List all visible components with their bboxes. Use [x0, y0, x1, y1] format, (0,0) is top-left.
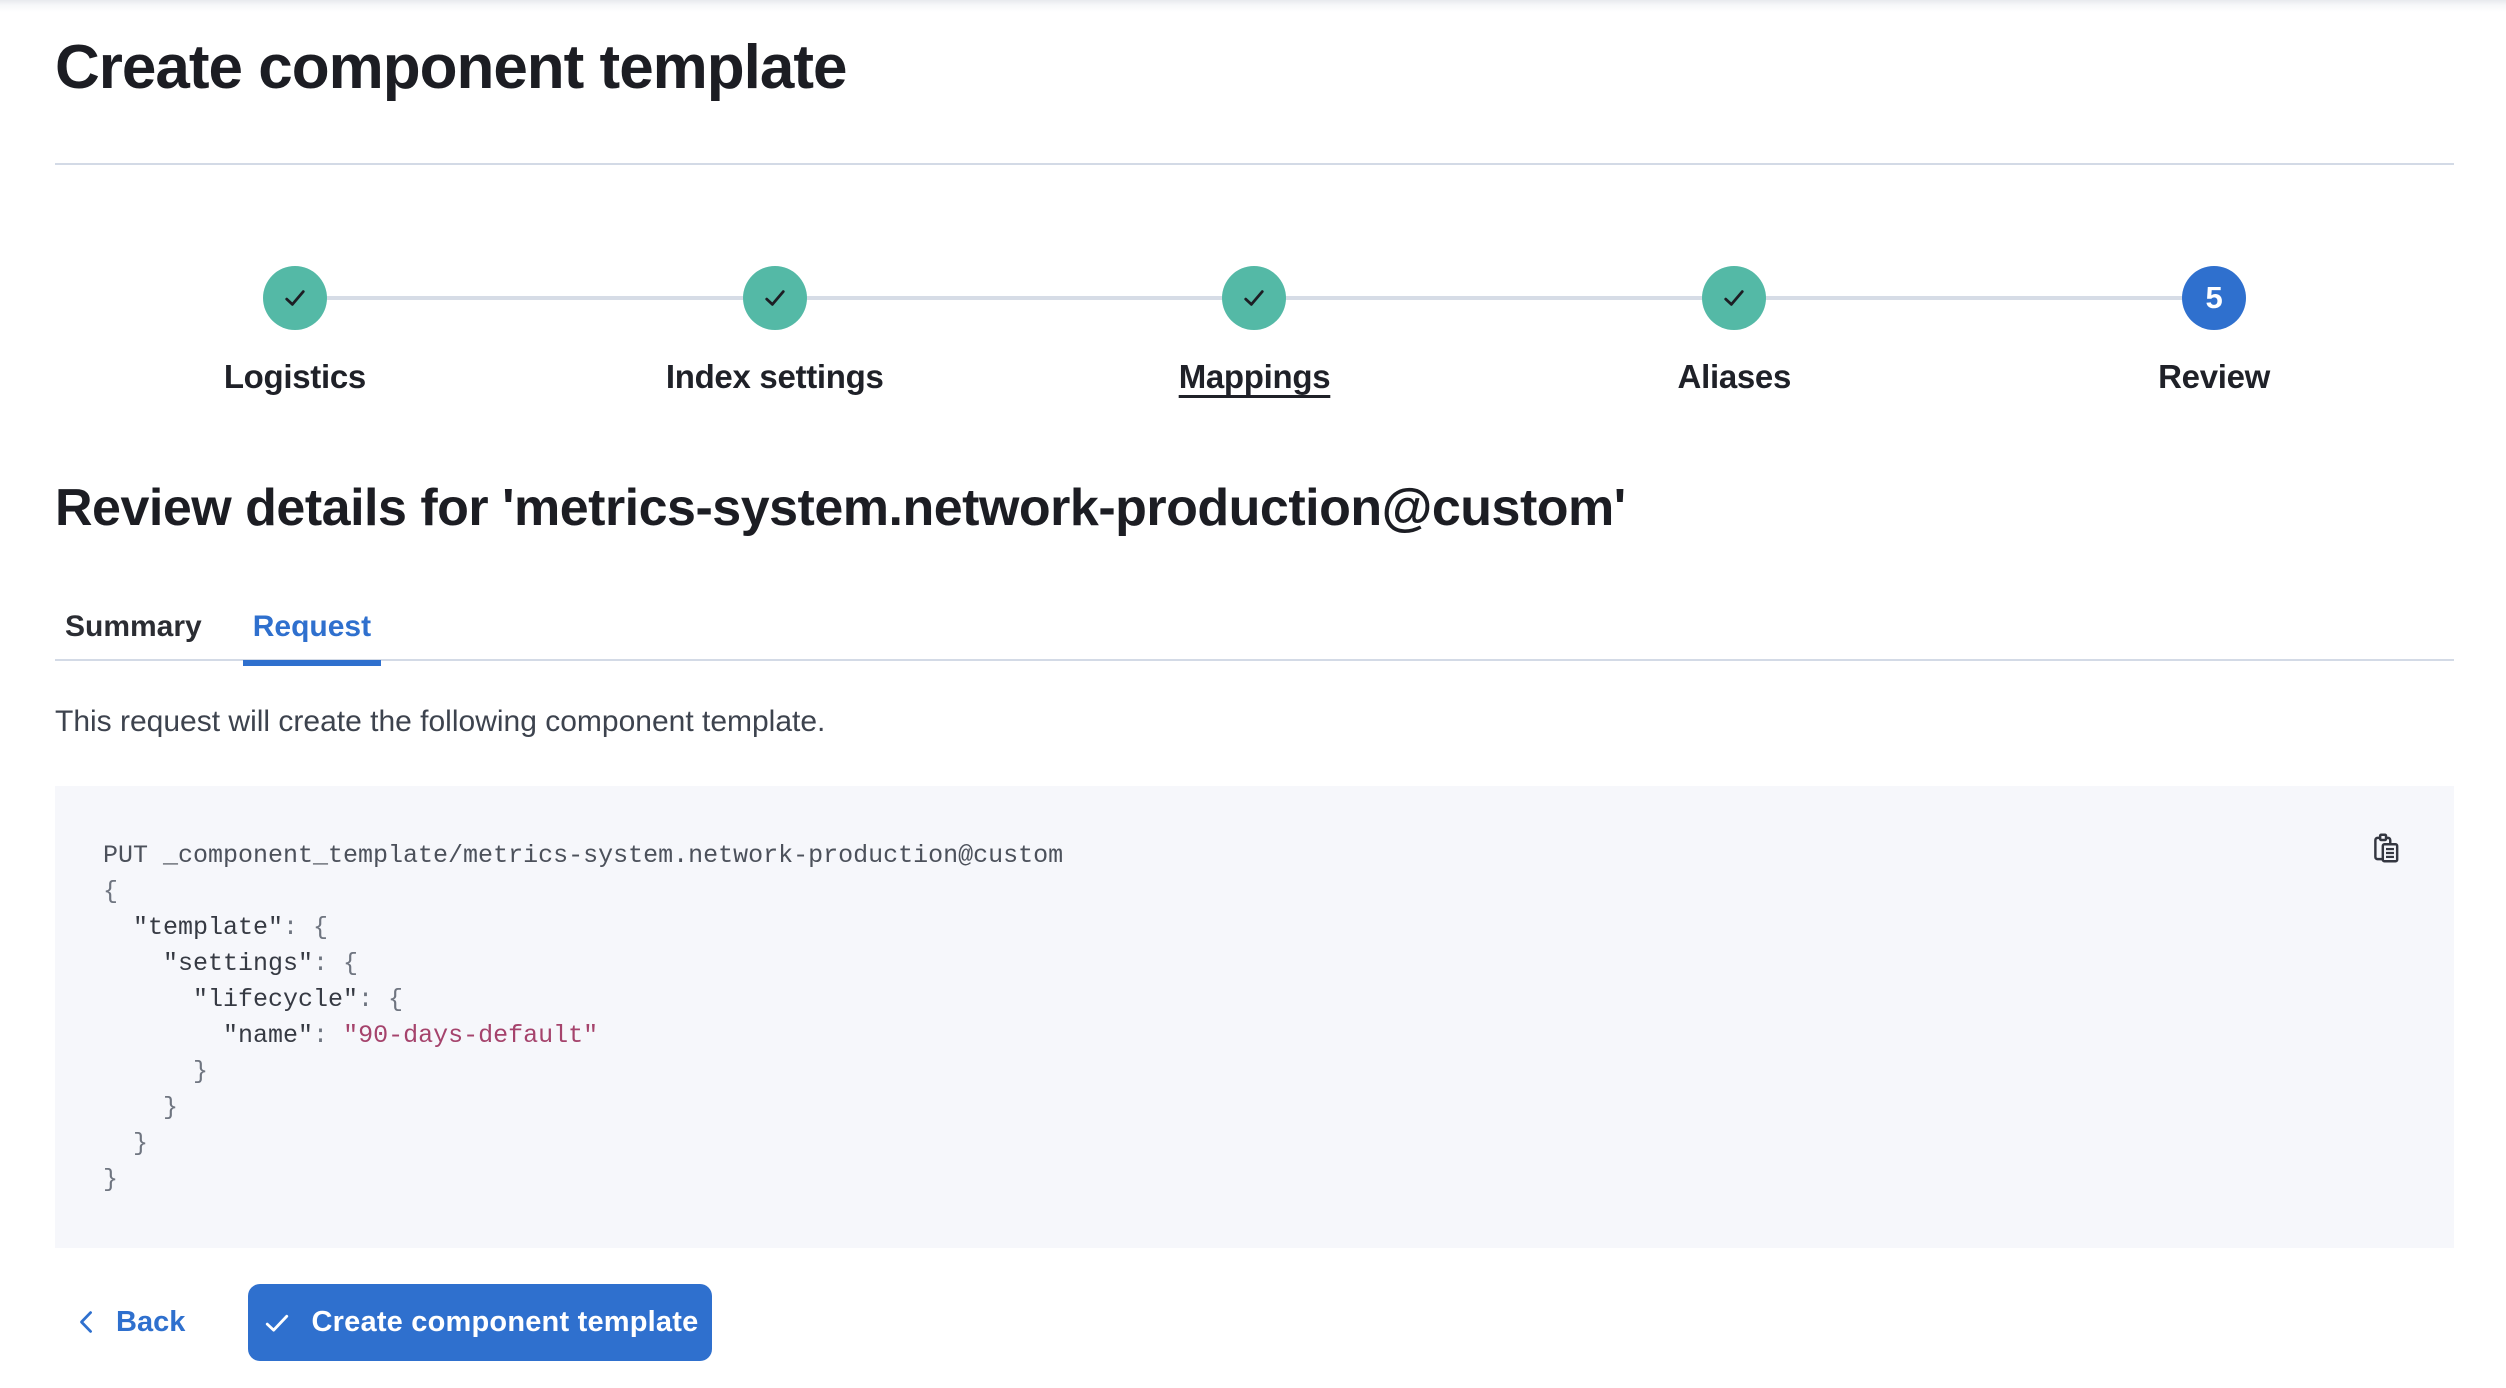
copy-clipboard-icon	[2369, 831, 2403, 865]
create-component-template-button[interactable]: Create component template	[248, 1284, 712, 1361]
back-button-label: Back	[116, 1305, 186, 1338]
code-line: }	[103, 1054, 2334, 1090]
create-button-label: Create component template	[311, 1306, 699, 1338]
code-line: }	[103, 1126, 2334, 1162]
code-text: "name"	[103, 1021, 314, 1050]
copy-to-clipboard-button[interactable]	[2366, 828, 2406, 868]
code-text: }	[103, 1165, 119, 1194]
code-text: : {	[358, 985, 404, 1014]
code-line: "name": "90-days-default"	[103, 1018, 2334, 1054]
step-label[interactable]: Review	[2158, 358, 2271, 395]
page-title: Create component template	[55, 33, 848, 102]
chevron-left-icon	[74, 1309, 100, 1335]
code-text: {	[103, 877, 119, 906]
step-label[interactable]: Index settings	[665, 358, 884, 395]
review-details-heading: Review details for 'metrics-system.netwo…	[55, 479, 1626, 537]
tab-summary[interactable]: Summary	[65, 610, 202, 643]
step-label[interactable]: Logistics	[223, 358, 366, 395]
request-description: This request will create the following c…	[55, 705, 826, 738]
code-text: "lifecycle"	[103, 985, 359, 1014]
code-text: : {	[283, 913, 329, 942]
step-label[interactable]: Mappings	[1178, 358, 1331, 395]
wizard-stepper: Logistics Index settings Mappings Aliase…	[55, 266, 2454, 406]
step-complete-check-icon[interactable]	[1702, 266, 1767, 330]
code-text: }	[103, 1057, 209, 1086]
stepper-step-aliases[interactable]: Aliases	[1494, 266, 1974, 399]
code-line: }	[103, 1162, 2334, 1198]
step-number: 5	[2205, 280, 2223, 315]
code-line: }	[103, 1090, 2334, 1126]
tab-request[interactable]: Request	[242, 598, 382, 666]
code-text: :	[313, 1021, 344, 1050]
code-text: PUT _component_template/metrics-system.n…	[103, 841, 1064, 870]
step-complete-check-icon[interactable]	[742, 266, 807, 330]
active-tab-underline	[242, 660, 382, 666]
code-text: }	[103, 1129, 149, 1158]
stepper-step-index-settings[interactable]: Index settings	[535, 266, 1015, 399]
code-string-value: "90-days-default"	[343, 1021, 599, 1050]
review-tabs: Summary Request	[55, 598, 382, 666]
step-complete-check-icon[interactable]	[1222, 266, 1287, 330]
tab-request-label: Request	[252, 610, 372, 643]
code-line: {	[103, 874, 2334, 910]
code-text: "template"	[103, 913, 284, 942]
stepper-step-review[interactable]: 5 Review	[1974, 266, 2454, 399]
stepper-step-mappings[interactable]: Mappings	[1015, 266, 1495, 399]
stepper-step-logistics[interactable]: Logistics	[55, 266, 535, 399]
code-text: "settings"	[103, 949, 314, 978]
request-code-block: PUT _component_template/metrics-system.n…	[55, 786, 2454, 1248]
code-text: }	[103, 1093, 179, 1122]
tabs-divider	[55, 659, 2454, 661]
code-line: "lifecycle": {	[103, 982, 2334, 1018]
step-current-number-badge[interactable]: 5	[2182, 266, 2247, 330]
step-label[interactable]: Aliases	[1677, 358, 1792, 395]
check-icon	[262, 1308, 292, 1338]
title-divider	[55, 163, 2454, 165]
step-complete-check-icon[interactable]	[262, 266, 327, 330]
code-line: "template": {	[103, 910, 2334, 946]
code-line: PUT _component_template/metrics-system.n…	[103, 838, 2334, 874]
code-line: "settings": {	[103, 946, 2334, 982]
code-text: : {	[313, 949, 359, 978]
top-edge-fade	[0, 0, 2506, 12]
back-button[interactable]: Back	[58, 1283, 201, 1361]
